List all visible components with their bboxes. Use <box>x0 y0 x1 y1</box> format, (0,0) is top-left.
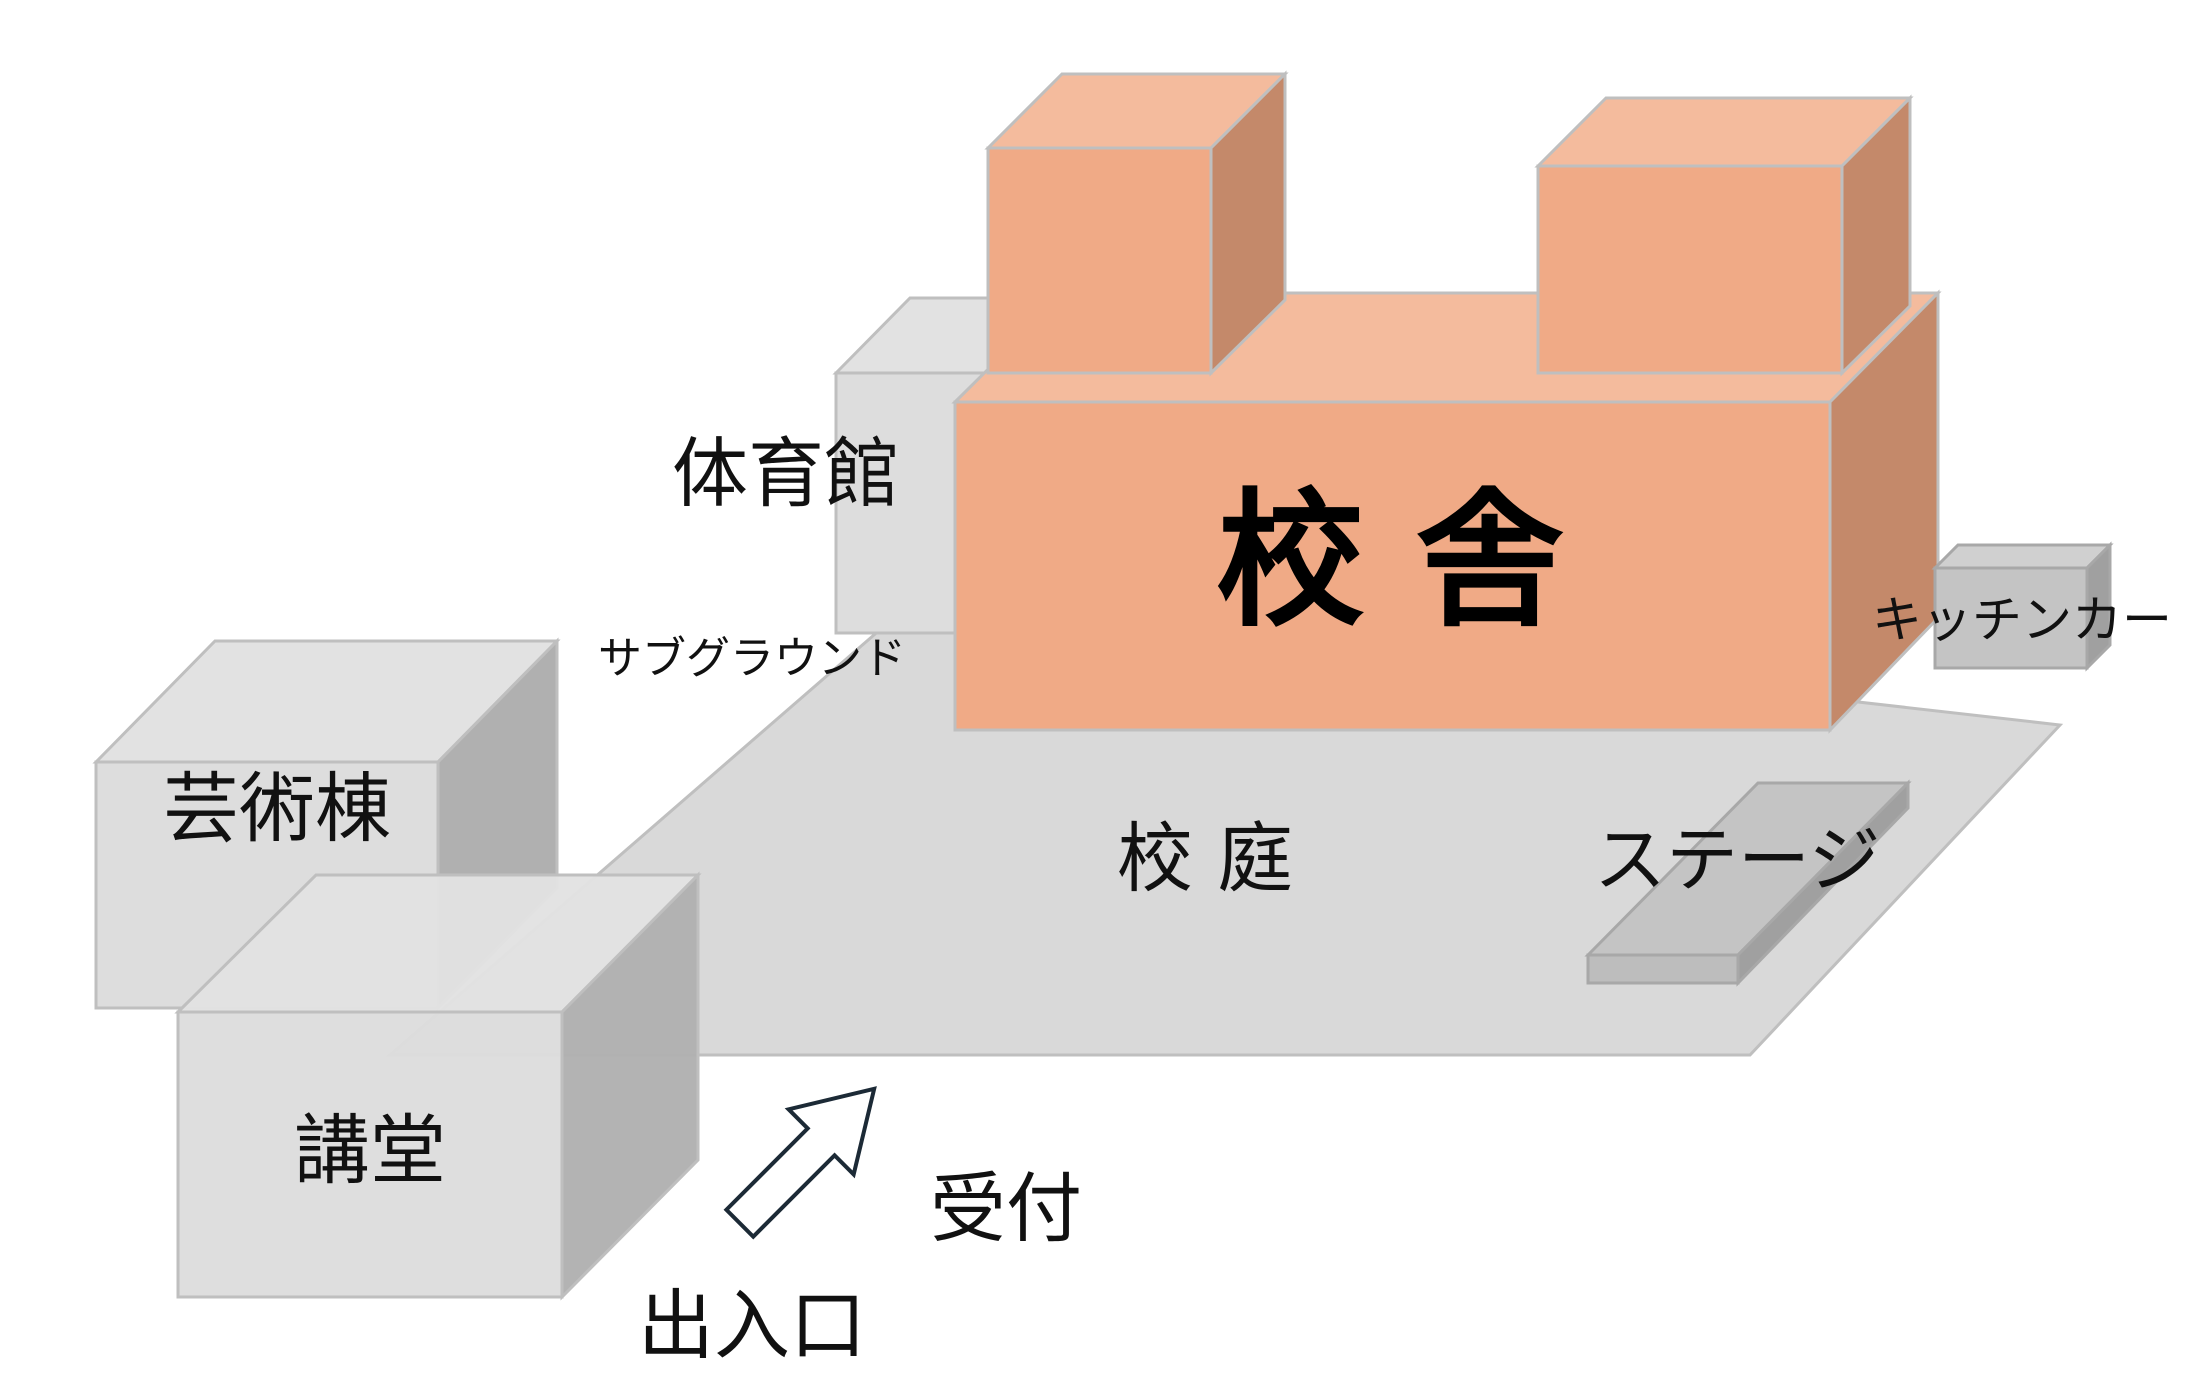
main-building <box>951 70 1942 734</box>
sub-ground-label: サブグラウンド <box>598 633 906 684</box>
stage-platform <box>1584 779 1912 987</box>
kitchen-car-top <box>1931 543 2114 570</box>
main-building-front <box>953 400 1832 732</box>
entrance-label: 出入口 <box>638 1281 866 1370</box>
auditorium-front <box>176 1010 564 1299</box>
courtyard-label: 校 庭 <box>1117 814 1293 903</box>
auditorium-building <box>174 871 702 1301</box>
reception-label: 受付 <box>930 1164 1082 1253</box>
kitchen-car-label: キッチンカー <box>1872 591 2172 649</box>
kitchen-car-front <box>1933 566 2089 670</box>
right-tower-front <box>1536 164 1844 375</box>
main-building-label: 校 舎 <box>1216 475 1564 647</box>
arrow-up-right-icon <box>723 1086 877 1240</box>
stage-label: ステージ <box>1594 818 1881 902</box>
left-tower-front <box>986 146 1213 375</box>
kitchen-car <box>1931 541 2114 672</box>
stage-front <box>1586 953 1740 985</box>
gymnasium-label: 体育館 <box>672 429 900 518</box>
art-building-label: 芸術棟 <box>163 764 391 853</box>
auditorium-label: 講堂 <box>294 1106 446 1195</box>
